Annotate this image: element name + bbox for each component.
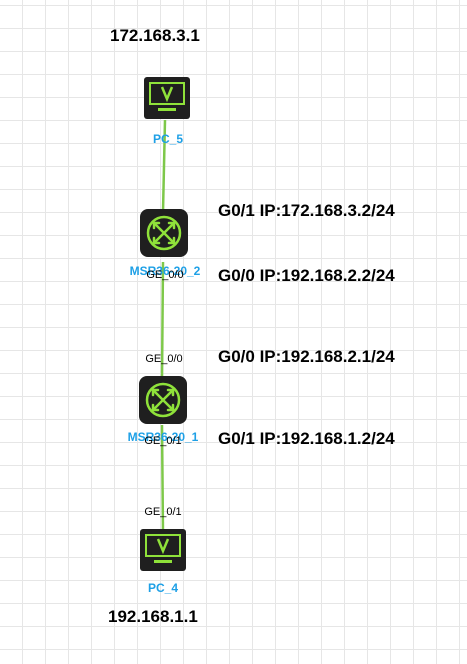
pc-monitor-icon: [140, 529, 186, 571]
router1-g00-ip-label: G0/0 IP:192.168.2.1/24: [218, 347, 395, 366]
pc5-name-label: PC_5: [152, 132, 184, 146]
link-router1-pc4[interactable]: [160, 424, 165, 534]
link-pc5-router2[interactable]: [161, 119, 167, 213]
router1-g01-ip-label: G0/1 IP:192.168.1.2/24: [218, 429, 395, 448]
router2-g00-ip-label: G0/0 IP:192.168.2.2/24: [218, 266, 395, 285]
pc4-name-label: PC_4: [147, 581, 179, 595]
router1-device[interactable]: [138, 375, 188, 430]
pc-monitor-icon: [144, 77, 190, 119]
router2-device[interactable]: [139, 208, 189, 263]
router-icon: [140, 209, 188, 257]
pc4-ip-label: 192.168.1.1: [108, 607, 198, 626]
router-icon: [139, 376, 187, 424]
router2-port-ge00-label: GE_0/0: [146, 269, 184, 281]
pc5-device[interactable]: [143, 76, 191, 125]
router2-g01-ip-label: G0/1 IP:172.168.3.2/24: [218, 201, 395, 220]
router1-port-ge01-label: GE_0/1: [144, 435, 182, 447]
link-router2-router1[interactable]: [160, 261, 165, 381]
router1-port-ge00-label: GE_0/0: [145, 353, 183, 365]
router1-name-label: MSR36-20_1: [127, 430, 199, 444]
pc4-port-ge01-label: GE_0/1: [144, 506, 182, 518]
router2-name-label: MSR36-20_2: [129, 264, 201, 278]
pc4-device[interactable]: [139, 528, 187, 577]
pc5-ip-label: 172.168.3.1: [110, 26, 200, 45]
